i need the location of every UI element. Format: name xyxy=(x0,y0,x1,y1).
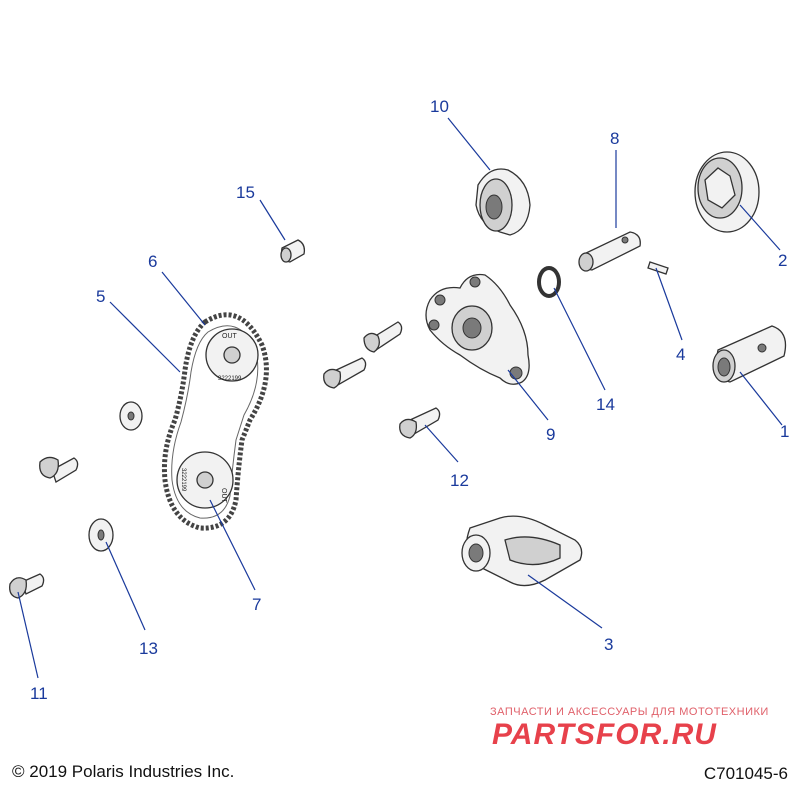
leader-lines xyxy=(17,117,783,679)
callout-11: 11 xyxy=(30,684,48,703)
bolt-upper xyxy=(363,321,403,353)
part-6-upper-sprocket: OUT 3222199 xyxy=(205,328,259,382)
callout-9: 9 xyxy=(546,425,555,444)
part-9-pump-housing xyxy=(425,273,530,385)
lower-sprocket-part-number: 3222199 xyxy=(180,468,186,492)
part-12-bolt xyxy=(399,407,441,439)
bolt-lower xyxy=(323,357,367,389)
callout-4: 4 xyxy=(676,345,685,364)
part-4-pin xyxy=(647,261,669,275)
callout-10: 10 xyxy=(430,97,449,116)
upper-sprocket-part-number: 3222199 xyxy=(218,376,242,382)
part-8-shaft xyxy=(578,231,641,272)
upper-sprocket-out-mark: OUT xyxy=(222,333,238,340)
callout-numbers: 10 8 2 4 14 1 9 12 15 6 5 7 13 11 3 xyxy=(30,97,789,703)
part-2-rotor xyxy=(694,151,760,233)
callout-5: 5 xyxy=(96,287,105,306)
callout-12: 12 xyxy=(450,471,469,490)
callout-2: 2 xyxy=(778,251,787,270)
washer-upper xyxy=(119,401,143,431)
part-7-lower-sprocket: OUT 3222199 xyxy=(176,451,234,509)
callout-15: 15 xyxy=(236,183,255,202)
part-3-oil-pickup xyxy=(461,515,583,587)
callout-7: 7 xyxy=(252,595,261,614)
callout-8: 8 xyxy=(610,129,619,148)
callout-3: 3 xyxy=(604,635,613,654)
part-15-dowel xyxy=(280,239,306,263)
flange-bolt-left xyxy=(39,456,79,483)
callout-6: 6 xyxy=(148,252,157,271)
part-14-o-ring xyxy=(537,266,561,298)
callout-1: 1 xyxy=(780,422,789,441)
lower-sprocket-out-mark: OUT xyxy=(220,488,227,504)
part-1-sleeve xyxy=(712,325,787,383)
copyright-text: © 2019 Polaris Industries Inc. xyxy=(12,762,235,781)
part-13-washer xyxy=(88,518,114,552)
figure-id: C701045-6 xyxy=(703,764,788,783)
callout-14: 14 xyxy=(596,395,615,414)
callout-13: 13 xyxy=(139,639,158,658)
part-11-bolt xyxy=(9,573,45,599)
part-10-bushing xyxy=(475,168,531,236)
watermark-logo: PARTSFOR.RU xyxy=(492,718,717,751)
watermark-tagline: ЗАПЧАСТИ И АКСЕССУАРЫ ДЛЯ МОТОТЕХНИКИ xyxy=(490,706,769,718)
